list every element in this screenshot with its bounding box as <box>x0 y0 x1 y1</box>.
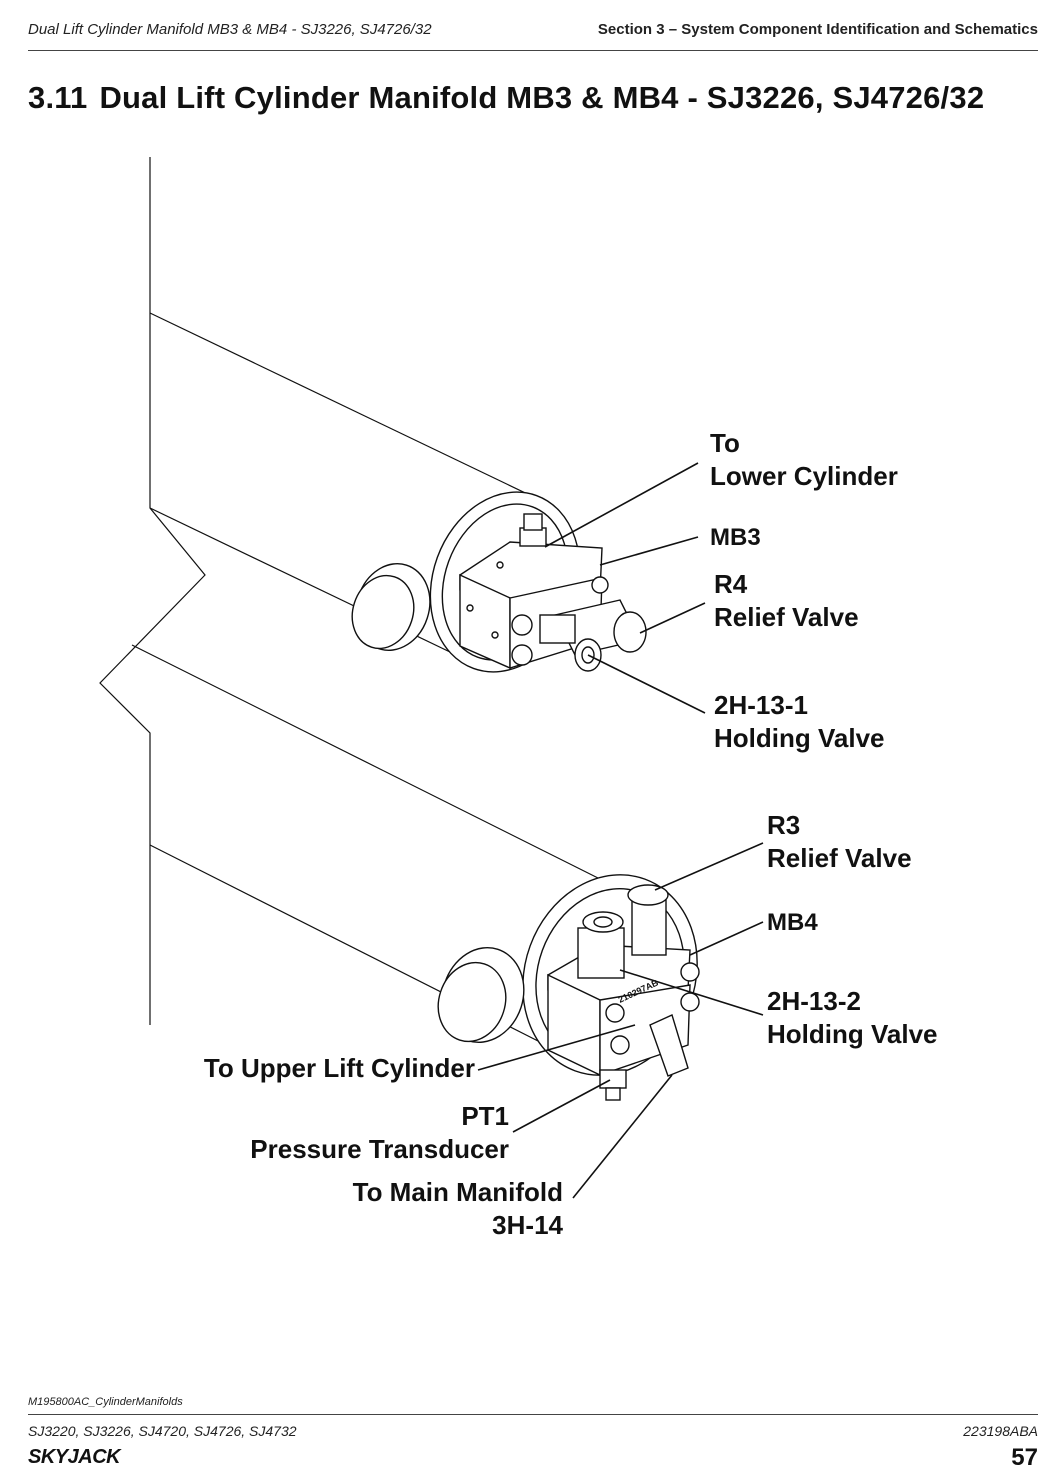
footer-models: SJ3220, SJ3226, SJ4720, SJ4726, SJ4732 <box>28 1423 297 1439</box>
brand-logo: SKYJACK <box>28 1446 121 1468</box>
callout-to-lower-cylinder: To Lower Cylinder <box>710 428 898 491</box>
callout-2h-13-2-holding-valve: 2H-13-2 Holding Valve <box>767 986 938 1049</box>
page-number: 57 <box>1011 1444 1038 1471</box>
section-title: Dual Lift Cylinder Manifold MB3 & MB4 - … <box>99 80 985 115</box>
callout-pt1-pressure-transducer: PT1 Pressure Transducer <box>250 1101 509 1164</box>
running-header-section: Section 3 – System Component Identificat… <box>597 21 1038 38</box>
callout-r4-relief-valve: R4 Relief Valve <box>714 569 859 632</box>
figure-id: M195800AC_CylinderManifolds <box>28 1396 183 1408</box>
mb4-manifold-block <box>547 884 700 1101</box>
leader-lines <box>477 462 764 1199</box>
callout-mb3: MB3 <box>710 524 761 551</box>
mb3-manifold-block <box>459 513 647 672</box>
callout-to-main-manifold: To Main Manifold 3H-14 <box>352 1177 563 1240</box>
callout-mb4: MB4 <box>767 909 818 936</box>
header-rule <box>28 50 1038 51</box>
callout-2h-13-1-holding-valve: 2H-13-1 Holding Valve <box>714 690 885 753</box>
footer-rule <box>28 1414 1038 1415</box>
callout-to-upper-lift-cylinder: To Upper Lift Cylinder <box>203 1053 475 1083</box>
section-heading: 3.11 Dual Lift Cylinder Manifold MB3 & MB… <box>28 80 984 116</box>
callout-r3-relief-valve: R3 Relief Valve <box>767 810 912 873</box>
footer-doc-number: 223198ABA <box>963 1423 1038 1439</box>
running-header-title: Dual Lift Cylinder Manifold MB3 & MB4 - … <box>28 21 432 38</box>
manifold-drawing: 210297AB <box>99 157 764 1199</box>
section-number: 3.11 <box>28 80 88 115</box>
